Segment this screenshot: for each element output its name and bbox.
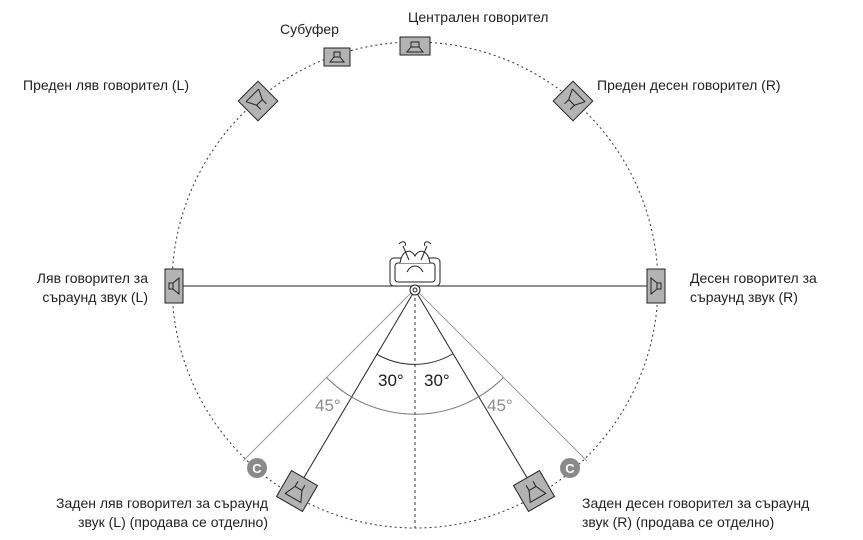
label-surround-back-right-speaker: Заден десен говорител за съраунд звук (R…: [582, 494, 809, 532]
speaker-icon: [564, 88, 586, 110]
speaker-front-left: [237, 80, 279, 122]
speaker-icon: [245, 88, 267, 110]
angle-label-outer-left: 45°: [315, 396, 341, 415]
label-surround-left-line2: съраунд звук (L): [42, 289, 148, 305]
angle-30-left-line: [295, 289, 416, 492]
speaker-front-right: [552, 80, 594, 122]
angle-45-left-line: [242, 288, 416, 462]
label-surround-back-left-speaker: Заден ляв говорител за съраунд звук (L) …: [5, 494, 268, 532]
speaker-surround-back-left: [275, 469, 319, 513]
label-surround-left-speaker: Ляв говорител за съраунд звук (L): [22, 269, 148, 307]
speaker-center: [399, 36, 431, 56]
speaker-icon: [405, 41, 425, 53]
marker-c-right: C: [560, 458, 580, 478]
label-surround-back-right-line2: звук (R) (продава се отделно): [582, 514, 775, 530]
label-front-right-speaker: Преден десен говорител (R): [597, 77, 781, 93]
label-surround-back-right-line1: Заден десен говорител за съраунд: [582, 495, 810, 511]
speaker-icon: [168, 276, 180, 296]
speaker-icon: [284, 480, 306, 504]
angle-label-outer-right: 45°: [487, 396, 513, 415]
speaker-surround-left: [164, 268, 184, 304]
speaker-icon: [328, 51, 346, 63]
arc-45: [326, 377, 504, 415]
label-surround-right-line1: Десен говорител за: [690, 270, 817, 286]
angle-45-right-line: [414, 288, 588, 462]
speaker-subwoofer: [323, 47, 351, 67]
angle-label-inner-right: 30°: [424, 371, 450, 390]
label-surround-back-left-line2: звук (L) (продава се отделно): [78, 514, 268, 530]
label-front-left-speaker: Преден ляв говорител (L): [23, 77, 189, 93]
label-center-speaker: Централен говорител: [408, 9, 549, 25]
arc-30: [376, 353, 453, 365]
angle-30-right-line: [414, 289, 536, 492]
speaker-surround-back-right: [512, 469, 556, 513]
marker-c-left-label: C: [252, 461, 262, 476]
speaker-icon: [525, 480, 547, 504]
angle-label-inner-left: 30°: [378, 371, 404, 390]
marker-c-right-label: C: [565, 461, 575, 476]
listener-chair-icon: [389, 241, 441, 296]
marker-c-left: C: [247, 458, 267, 478]
label-surround-back-left-line1: Заден ляв говорител за съраунд: [56, 495, 268, 511]
label-surround-right-line2: съраунд звук (R): [690, 289, 798, 305]
label-surround-right-speaker: Десен говорител за съраунд звук (R): [690, 269, 817, 307]
speaker-icon: [650, 276, 662, 296]
speaker-surround-right: [646, 268, 666, 304]
label-subwoofer: Субуфер: [280, 21, 339, 37]
label-surround-left-line1: Ляв говорител за: [36, 270, 148, 286]
